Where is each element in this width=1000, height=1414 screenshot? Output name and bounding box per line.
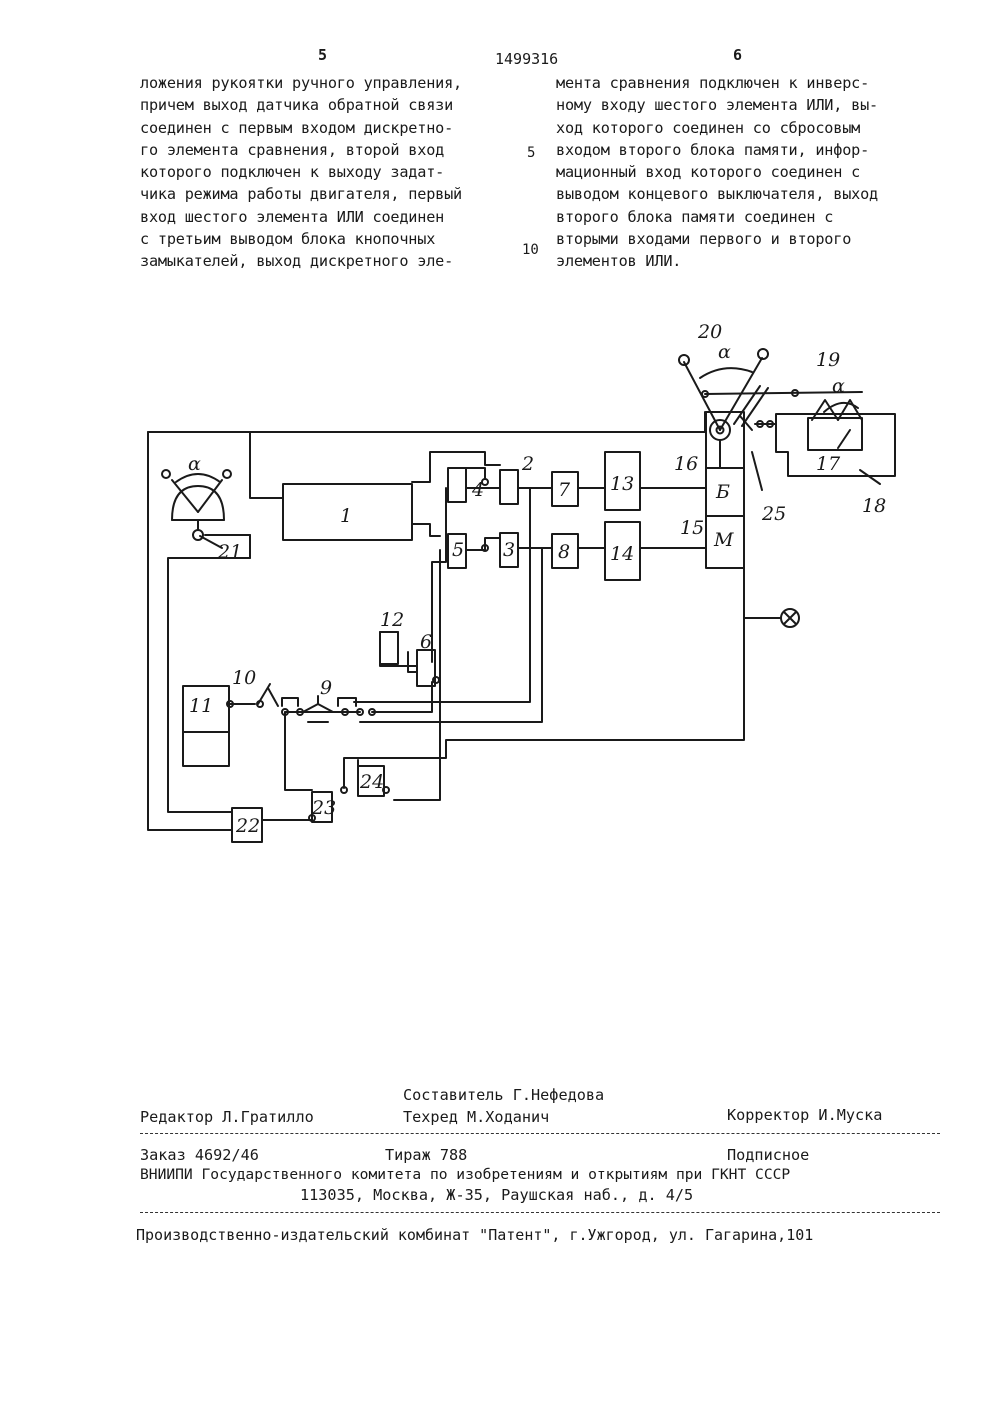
lamp [781,609,799,627]
text-line: второго блока памяти соединен с [556,206,878,228]
label-6: 6 [420,631,432,653]
block-12 [380,632,398,664]
label-9: 9 [320,677,332,699]
label-18: 18 [862,495,886,517]
compiler: Составитель Г.Нефедова [403,1086,604,1104]
label-21: 21 [217,541,242,563]
label-block-m: М [713,529,734,551]
circulation: Тираж 788 [385,1146,467,1164]
corrector: Корректор И.Муска [727,1106,882,1124]
right-column: мента сравнения подключен к инверс- ному… [556,72,878,273]
label-12: 12 [380,609,404,631]
text-line: мента сравнения подключен к инверс- [556,72,878,94]
block-2 [500,470,518,504]
text-line: с третьим выводом блока кнопочных [140,228,462,250]
label-14: 14 [610,543,634,565]
page-number-left: 5 [318,46,327,64]
page-number-right: 6 [733,46,742,64]
divider [140,1133,940,1134]
address: 113035, Москва, Ж-35, Раушская наб., д. … [300,1186,693,1204]
divider [140,1212,940,1213]
org-line: ВНИИПИ Государственного комитета по изоб… [140,1166,790,1183]
text-line: вход шестого элемента ИЛИ соединен [140,206,462,228]
label-7: 7 [558,479,571,501]
text-line: замыкателей, выход дискретного эле- [140,250,462,272]
block-4 [448,468,466,502]
order: Заказ 4692/46 [140,1146,259,1164]
label-15: 15 [680,517,704,539]
text-line: причем выход датчика обратной связи [140,94,462,116]
label-16: 16 [674,453,698,475]
label-17: 17 [816,453,841,475]
label-alpha-setter: α [188,453,201,475]
label-2: 2 [521,453,534,475]
text-line: входом второго блока памяти, инфор- [556,139,878,161]
label-4: 4 [471,479,484,501]
label-alpha-switch: α [832,375,845,397]
label-8: 8 [558,541,570,563]
editor: Редактор Л.Гратилло [140,1108,314,1126]
publisher: Производственно-издательский комбинат "П… [136,1226,813,1244]
text-line: вторыми входами первого и второго [556,228,878,250]
switch-10 [258,684,270,704]
label-block-b: Б [715,481,730,503]
text-line: го элемента сравнения, второй вход [140,139,462,161]
text-line: ному входу шестого элемента ИЛИ, вы- [556,94,878,116]
label-alpha-handle: α [718,341,731,363]
text-line: выводом концевого выключателя, выход [556,183,878,205]
text-line: мационный вход которого соединен с [556,161,878,183]
label-13: 13 [610,473,634,495]
text-line: соединен с первым входом дискретно- [140,117,462,139]
label-19: 19 [816,349,840,371]
label-24: 24 [359,771,384,793]
subscription: Подписное [727,1146,809,1164]
label-25: 25 [761,503,786,525]
label-22: 22 [235,815,260,837]
patent-number: 1499316 [495,50,558,68]
text-line: чика режима работы двигателя, первый [140,183,462,205]
label-11: 11 [189,695,213,717]
setter-21 [162,470,231,548]
text-line: ложения рукоятки ручного управления, [140,72,462,94]
text-line: ход которого соединен со сбросовым [556,117,878,139]
label-23: 23 [311,797,336,819]
text-line: элементов ИЛИ. [556,250,878,272]
line-marker-5: 5 [527,145,535,161]
label-10: 10 [232,667,256,689]
label-3: 3 [503,539,515,561]
label-1: 1 [340,505,352,527]
line-marker-10: 10 [522,242,539,258]
left-column: ложения рукоятки ручного управления, при… [140,72,462,273]
label-20: 20 [697,321,722,343]
diagram-labels: 1 2 3 4 5 6 7 8 9 10 11 12 13 14 15 16 1… [188,321,886,837]
techred: Техред М.Ходанич [403,1108,549,1126]
text-line: которого подключен к выходу задат- [140,161,462,183]
label-5: 5 [452,539,464,561]
circuit-diagram: 1 2 3 4 5 6 7 8 9 10 11 12 13 14 15 16 1… [0,300,1000,860]
